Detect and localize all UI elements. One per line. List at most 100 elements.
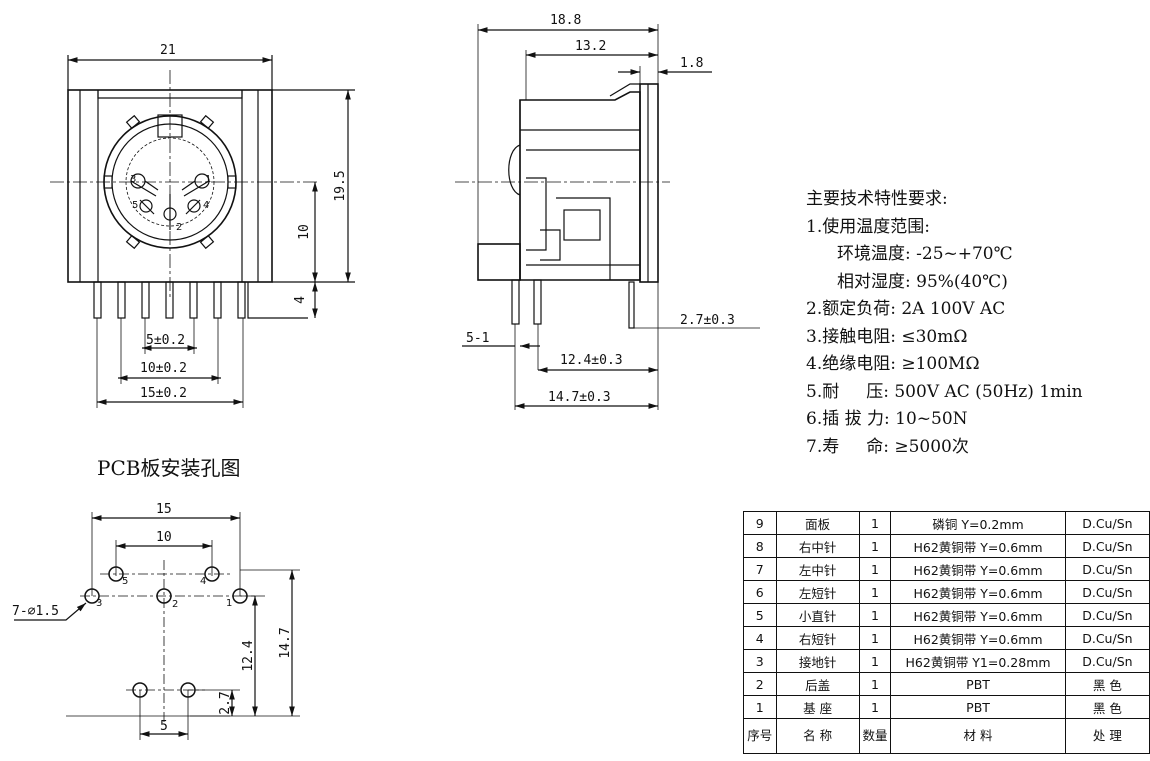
pcb-view xyxy=(14,512,300,740)
dim-side-5-1: 5-1 xyxy=(466,331,489,346)
bom-finish: 黑 色 xyxy=(1064,672,1150,696)
bom-no: 8 xyxy=(743,534,777,558)
pcb-dim-12-4: 12.4 xyxy=(241,640,256,671)
bom-no: 6 xyxy=(743,580,777,604)
bom-qty: 1 xyxy=(858,557,892,581)
bom-finish: D.Cu/Sn xyxy=(1064,626,1150,650)
bom-finish: D.Cu/Sn xyxy=(1064,603,1150,627)
bom-finish: D.Cu/Sn xyxy=(1064,511,1150,535)
bom-qty: 1 xyxy=(858,695,892,719)
requirement-5: 5.耐 压: 500V AC (50Hz) 1min xyxy=(806,381,1083,402)
bom-qty: 1 xyxy=(858,626,892,650)
pcb-title: PCB板安装孔图 xyxy=(97,456,241,480)
bom-finish: D.Cu/Sn xyxy=(1064,580,1150,604)
dim-side-total: 18.8 xyxy=(550,13,581,28)
pin-label-2: 2 xyxy=(176,222,182,233)
table-row: 4 右短针 1 H62黄铜带 Y=0.6mm D.Cu/Sn xyxy=(743,626,1150,650)
pcb-pin-label-3: 3 xyxy=(96,598,102,609)
pin-label-4: 4 xyxy=(203,200,209,211)
table-row: 9 面板 1 磷铜 Y=0.2mm D.Cu/Sn xyxy=(743,511,1150,535)
bom-finish: D.Cu/Sn xyxy=(1064,534,1150,558)
bom-name: 左中针 xyxy=(775,557,860,581)
dim-front-height: 19.5 xyxy=(333,170,348,201)
requirement-4: 4.绝缘电阻: ≥100MΩ xyxy=(806,354,980,374)
bom-qty: 1 xyxy=(858,672,892,696)
pin-label-5: 5 xyxy=(132,200,138,211)
bom-material: H62黄铜带 Y=0.6mm xyxy=(890,580,1066,604)
header-material: 材 料 xyxy=(890,718,1066,754)
bom-no: 9 xyxy=(743,511,777,535)
bom-no: 7 xyxy=(743,557,777,581)
bom-finish: D.Cu/Sn xyxy=(1064,557,1150,581)
dim-pitch-5: 5±0.2 xyxy=(146,333,185,348)
dim-side-pin-offset: 2.7±0.3 xyxy=(680,313,735,328)
bom-name: 后盖 xyxy=(775,672,860,696)
bom-qty: 1 xyxy=(858,649,892,673)
bom-table: 9 面板 1 磷铜 Y=0.2mm D.Cu/Sn 8 右中针 1 H62黄铜带… xyxy=(743,511,1150,754)
bom-material: H62黄铜带 Y=0.6mm xyxy=(890,534,1066,558)
bom-no: 4 xyxy=(743,626,777,650)
header-finish: 处 理 xyxy=(1064,718,1150,754)
pcb-pin-label-4: 4 xyxy=(200,576,206,587)
pcb-dim-5: 5 xyxy=(160,719,168,734)
bom-material: H62黄铜带 Y=0.6mm xyxy=(890,626,1066,650)
pcb-pin-label-2: 2 xyxy=(172,599,178,610)
bom-material: H62黄铜带 Y=0.6mm xyxy=(890,603,1066,627)
table-header-row: 序号 名 称 数量 材 料 处 理 xyxy=(743,718,1150,754)
dim-side-12-4: 12.4±0.3 xyxy=(560,353,623,368)
bom-qty: 1 xyxy=(858,603,892,627)
front-view xyxy=(50,55,355,408)
requirement-1b: 相对湿度: 95%(40℃) xyxy=(837,271,1008,292)
bom-material: PBT xyxy=(890,695,1066,719)
table-row: 7 左中针 1 H62黄铜带 Y=0.6mm D.Cu/Sn xyxy=(743,557,1150,581)
bom-name: 右中针 xyxy=(775,534,860,558)
requirement-7: 7.寿 命: ≥5000次 xyxy=(806,436,969,457)
bom-material: 磷铜 Y=0.2mm xyxy=(890,511,1066,535)
pcb-dim-2-7: 2.7 xyxy=(218,691,233,714)
header-name: 名 称 xyxy=(775,718,860,754)
bom-qty: 1 xyxy=(858,511,892,535)
table-row: 5 小直针 1 H62黄铜带 Y=0.6mm D.Cu/Sn xyxy=(743,603,1150,627)
pcb-dim-10: 10 xyxy=(156,530,172,545)
bom-no: 2 xyxy=(743,672,777,696)
requirement-2: 2.额定负荷: 2A 100V AC xyxy=(806,299,1006,319)
dim-front-width: 21 xyxy=(160,43,176,58)
bom-name: 右短针 xyxy=(775,626,860,650)
header-no: 序号 xyxy=(743,718,777,754)
requirements-heading: 主要技术特性要求: xyxy=(806,189,948,209)
table-row: 8 右中针 1 H62黄铜带 Y=0.6mm D.Cu/Sn xyxy=(743,534,1150,558)
bom-material: H62黄铜带 Y1=0.28mm xyxy=(890,649,1066,673)
pin-label-3: 3 xyxy=(130,174,136,185)
dim-pitch-10: 10±0.2 xyxy=(140,361,187,376)
bom-name: 面板 xyxy=(775,511,860,535)
bom-finish: D.Cu/Sn xyxy=(1064,649,1150,673)
requirement-1: 1.使用温度范围: xyxy=(806,216,930,237)
pcb-dim-14-7: 14.7 xyxy=(278,627,293,658)
table-row: 2 后盖 1 PBT 黑 色 xyxy=(743,672,1150,696)
header-qty: 数量 xyxy=(858,718,892,754)
dim-side-14-7: 14.7±0.3 xyxy=(548,390,611,405)
bom-name: 接地针 xyxy=(775,649,860,673)
requirement-6: 6.插 拔 力: 10~50N xyxy=(806,409,968,429)
table-row: 6 左短针 1 H62黄铜带 Y=0.6mm D.Cu/Sn xyxy=(743,580,1150,604)
requirements-block: 主要技术特性要求: 1.使用温度范围: 环境温度: -25~+70℃ 相对湿度:… xyxy=(806,186,1083,461)
requirement-1a: 环境温度: -25~+70℃ xyxy=(837,244,1013,264)
bom-qty: 1 xyxy=(858,580,892,604)
pcb-hole-note: 7-⌀1.5 xyxy=(12,604,59,619)
bom-no: 3 xyxy=(743,649,777,673)
pcb-pin-label-1: 1 xyxy=(226,598,232,609)
bom-name: 左短针 xyxy=(775,580,860,604)
pin-label-1: 1 xyxy=(205,174,211,185)
bom-material: PBT xyxy=(890,672,1066,696)
pcb-pin-label-5: 5 xyxy=(122,576,128,587)
table-row: 1 基 座 1 PBT 黑 色 xyxy=(743,695,1150,719)
side-view xyxy=(455,24,760,410)
bom-name: 基 座 xyxy=(775,695,860,719)
dim-side-plate: 1.8 xyxy=(680,56,703,71)
table-row: 3 接地针 1 H62黄铜带 Y1=0.28mm D.Cu/Sn xyxy=(743,649,1150,673)
bom-material: H62黄铜带 Y=0.6mm xyxy=(890,557,1066,581)
bom-finish: 黑 色 xyxy=(1064,695,1150,719)
bom-no: 5 xyxy=(743,603,777,627)
bom-qty: 1 xyxy=(858,534,892,558)
